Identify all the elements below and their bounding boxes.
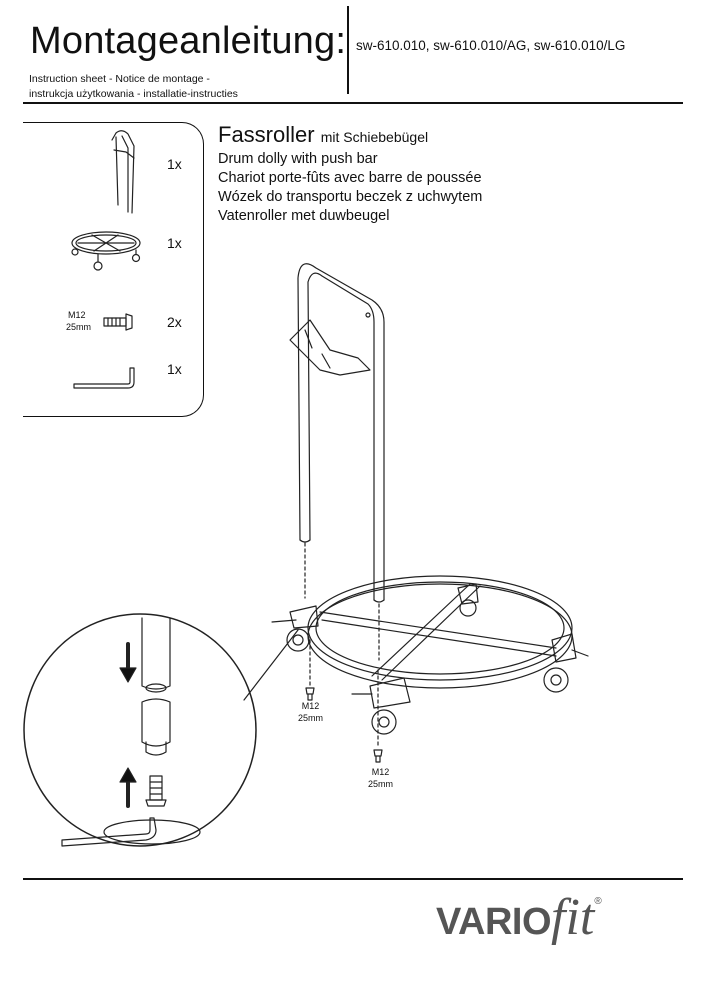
callout-screw-left: M12 25mm <box>298 701 324 723</box>
variofit-logo: VARIOfit® <box>436 889 602 946</box>
screw-icon <box>103 313 133 331</box>
header-divider <box>347 6 349 94</box>
subtitle-line-1: Instruction sheet - Notice de montage - <box>29 73 210 85</box>
drum-dolly-drawing <box>243 263 589 763</box>
callout-screw-center: M12 25mm <box>368 767 394 789</box>
model-numbers: sw-610.010, sw-610.010/AG, sw-610.010/LG <box>356 38 626 53</box>
screw-size-label: M12 <box>68 310 86 320</box>
part-qty-dolly-base: 1x <box>167 235 182 251</box>
product-name-pl: Wózek do transportu beczek z uchwytem <box>218 189 483 205</box>
product-name-en: Drum dolly with push bar <box>218 151 378 167</box>
screw-length-label: 25mm <box>66 322 92 332</box>
page-title: Montageanleitung: <box>30 20 347 62</box>
allen-key-icon <box>73 367 135 389</box>
product-name-suffix: mit Schiebebügel <box>320 129 429 145</box>
dolly-base-icon <box>71 231 141 271</box>
header-rule <box>23 102 683 104</box>
subtitle-line-2: instrukcja użytkowania - installatie-ins… <box>29 88 238 100</box>
product-name-fr: Chariot porte-fûts avec barre de poussée <box>218 170 482 186</box>
part-qty-push-bar: 1x <box>167 156 182 172</box>
part-qty-allen-key: 1x <box>167 361 182 377</box>
part-qty-screw: 2x <box>167 314 182 330</box>
zoom-detail-drawing <box>23 613 257 847</box>
product-name: Fassroller mit Schiebebügel <box>218 122 429 147</box>
parts-list-box: 1x 1x 2x 1x M12 25mm <box>23 122 204 417</box>
footer-rule <box>23 878 683 880</box>
push-bar-icon <box>111 130 135 214</box>
product-name-nl: Vatenroller met duwbeugel <box>218 208 390 224</box>
